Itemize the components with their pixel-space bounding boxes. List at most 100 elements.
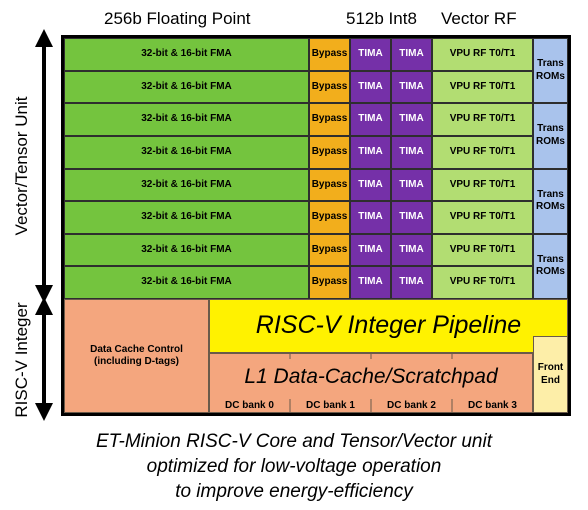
front-end-label: Front End — [537, 362, 564, 386]
fma-cell: 32-bit & 16-bit FMA — [64, 103, 309, 136]
tima-cell-label: TIMA — [358, 243, 383, 255]
tima-cell-label: TIMA — [399, 80, 424, 92]
header-floating-point: 256b Floating Point — [104, 9, 251, 28]
tima-cell-label: TIMA — [399, 178, 424, 190]
trans-rom-cell: Trans ROMs — [533, 168, 568, 234]
vpu-rf-cell-label: VPU RF T0/T1 — [449, 113, 516, 125]
vpu-rf-cell-label: VPU RF T0/T1 — [449, 178, 516, 190]
tima-cell: TIMA — [350, 38, 391, 71]
front-end: Front End — [533, 336, 568, 413]
bypass-cell-label: Bypass — [311, 178, 348, 190]
bypass-cell: Bypass — [309, 201, 350, 234]
fma-cell-label: 32-bit & 16-bit FMA — [141, 211, 232, 223]
tima-cell-label: TIMA — [399, 48, 424, 60]
fma-cell: 32-bit & 16-bit FMA — [64, 38, 309, 71]
fma-cell-label: 32-bit & 16-bit FMA — [141, 80, 232, 92]
dc-bank-3: DC bank 3 — [468, 400, 517, 411]
trans-rom-label: Trans ROMs — [536, 253, 565, 278]
tima-cell-label: TIMA — [399, 145, 424, 157]
tima-cell-label: TIMA — [358, 113, 383, 125]
vpu-rf-cell: VPU RF T0/T1 — [432, 38, 533, 71]
bypass-cell-label: Bypass — [311, 113, 348, 125]
fma-cell: 32-bit & 16-bit FMA — [64, 70, 309, 104]
data-cache-control-label: Data Cache Control (including D-tags) — [90, 343, 183, 368]
tima-cell-label: TIMA — [399, 243, 424, 255]
fma-cell: 32-bit & 16-bit FMA — [64, 168, 309, 202]
l1-label: L1 Data-Cache/Scratchpad — [244, 364, 498, 388]
tima-cell: TIMA — [391, 266, 432, 299]
l1-data-cache: L1 Data-Cache/Scratchpad — [209, 353, 533, 413]
bypass-cell-label: Bypass — [311, 80, 348, 92]
vpu-rf-cell: VPU RF T0/T1 — [432, 135, 533, 169]
riscv-integer-pipeline: RISC-V Integer Pipeline — [209, 299, 568, 353]
vpu-rf-cell: VPU RF T0/T1 — [432, 266, 533, 299]
vpu-rf-cell-label: VPU RF T0/T1 — [449, 211, 516, 223]
tima-cell: TIMA — [391, 201, 432, 234]
bypass-cell: Bypass — [309, 70, 350, 104]
trans-rom-cell: Trans ROMs — [533, 38, 568, 104]
vpu-rf-cell: VPU RF T0/T1 — [432, 70, 533, 104]
fma-cell: 32-bit & 16-bit FMA — [64, 233, 309, 267]
header-vector-rf: Vector RF — [441, 9, 517, 28]
tima-cell-label: TIMA — [358, 178, 383, 190]
vpu-rf-cell-label: VPU RF T0/T1 — [449, 145, 516, 157]
tima-cell: TIMA — [350, 70, 391, 104]
tima-cell-label: TIMA — [399, 276, 424, 288]
fma-cell-label: 32-bit & 16-bit FMA — [141, 276, 232, 288]
side-label-riscv-integer: RISC-V Integer — [12, 302, 31, 418]
tima-cell-label: TIMA — [358, 80, 383, 92]
tima-cell: TIMA — [391, 103, 432, 136]
tima-cell: TIMA — [391, 135, 432, 169]
tima-cell: TIMA — [391, 233, 432, 267]
bypass-cell: Bypass — [309, 266, 350, 299]
vpu-rf-cell: VPU RF T0/T1 — [432, 233, 533, 267]
dc-bank-0: DC bank 0 — [225, 400, 274, 411]
tima-cell: TIMA — [350, 233, 391, 267]
dc-bank-1: DC bank 1 — [306, 400, 355, 411]
vpu-rf-cell: VPU RF T0/T1 — [432, 201, 533, 234]
bypass-cell-label: Bypass — [311, 211, 348, 223]
bypass-cell-label: Bypass — [311, 145, 348, 157]
side-label-vector-tensor: Vector/Tensor Unit — [12, 96, 31, 236]
bypass-cell: Bypass — [309, 103, 350, 136]
bypass-cell: Bypass — [309, 135, 350, 169]
tima-cell: TIMA — [350, 103, 391, 136]
tima-cell: TIMA — [350, 168, 391, 202]
vpu-rf-cell-label: VPU RF T0/T1 — [449, 80, 516, 92]
bypass-cell-label: Bypass — [311, 243, 348, 255]
trans-rom-cell: Trans ROMs — [533, 103, 568, 169]
fma-cell-label: 32-bit & 16-bit FMA — [141, 243, 232, 255]
trans-rom-cell: Trans ROMs — [533, 233, 568, 299]
fma-cell: 32-bit & 16-bit FMA — [64, 201, 309, 234]
vpu-rf-cell-label: VPU RF T0/T1 — [449, 276, 516, 288]
caption-line-1: ET-Minion RISC-V Core and Tensor/Vector … — [95, 431, 492, 452]
pipeline-label: RISC-V Integer Pipeline — [255, 311, 522, 340]
tima-cell-label: TIMA — [358, 211, 383, 223]
header-int8: 512b Int8 — [346, 9, 417, 28]
trans-rom-label: Trans ROMs — [536, 58, 565, 82]
bypass-cell: Bypass — [309, 38, 350, 71]
fma-cell-label: 32-bit & 16-bit FMA — [141, 113, 232, 125]
tima-cell-label: TIMA — [358, 48, 383, 60]
tima-cell-label: TIMA — [358, 276, 383, 288]
tima-cell-label: TIMA — [358, 145, 383, 157]
bypass-cell: Bypass — [309, 233, 350, 267]
tima-cell-label: TIMA — [399, 113, 424, 125]
vpu-rf-cell: VPU RF T0/T1 — [432, 103, 533, 136]
dc-bank-dividers — [289, 353, 453, 413]
side-arrows — [35, 29, 53, 421]
bypass-cell: Bypass — [309, 168, 350, 202]
caption-line-3: to improve energy-efficiency — [175, 481, 413, 502]
tima-cell: TIMA — [350, 266, 391, 299]
bypass-cell-label: Bypass — [311, 276, 348, 288]
data-cache-control: Data Cache Control (including D-tags) — [64, 299, 209, 413]
tima-cell: TIMA — [391, 70, 432, 104]
tima-cell: TIMA — [391, 38, 432, 71]
trans-rom-label: Trans ROMs — [536, 123, 565, 147]
caption-line-2: optimized for low-voltage operation — [146, 456, 442, 477]
tima-cell: TIMA — [391, 168, 432, 202]
fma-cell: 32-bit & 16-bit FMA — [64, 135, 309, 169]
bypass-cell-label: Bypass — [311, 48, 348, 60]
vpu-rf-cell: VPU RF T0/T1 — [432, 168, 533, 202]
